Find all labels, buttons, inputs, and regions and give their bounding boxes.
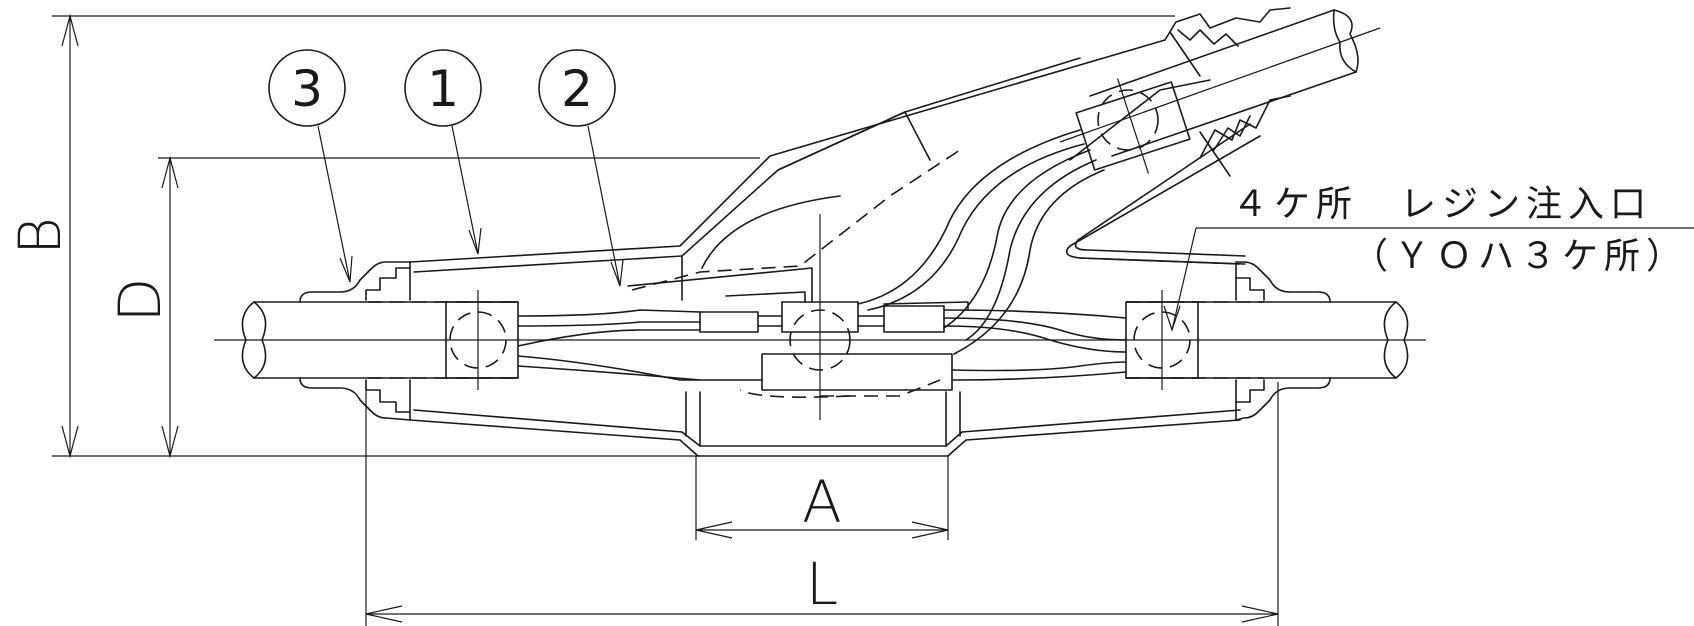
branch-end-cap <box>1164 7 1291 177</box>
dimension-l: L <box>365 382 1279 626</box>
callout-3-label: 3 <box>291 60 323 118</box>
conductor-sleeves <box>445 129 1199 420</box>
dimension-b-label: B <box>6 217 74 255</box>
dimension-d-label: D <box>106 278 174 323</box>
inner-dome <box>701 195 841 269</box>
resin-inlet-note: ４ケ所 レジン注入口 （ＹＯハ３ケ所） <box>1163 184 1694 332</box>
dimension-a-label: A <box>802 468 842 536</box>
resin-boundary <box>368 149 1264 398</box>
callout-2: 2 <box>538 49 624 287</box>
callout-1: 1 <box>404 49 482 255</box>
callout-1-label: 1 <box>427 60 459 118</box>
right-end-cap <box>1235 261 1331 421</box>
callout-2-label: 2 <box>561 60 593 118</box>
branch-cable <box>1059 9 1381 174</box>
dimension-a: A <box>695 456 949 540</box>
joint-housing <box>409 39 1261 457</box>
resin-inlet-note-line1: ４ケ所 レジン注入口 <box>1232 184 1652 225</box>
callout-3: 3 <box>268 49 353 283</box>
resin-inlet-note-line2: （ＹＯハ３ケ所） <box>1352 236 1688 277</box>
dimension-b: B <box>6 13 1175 459</box>
left-end-cap <box>299 261 411 421</box>
dimension-l-label: L <box>806 550 838 618</box>
